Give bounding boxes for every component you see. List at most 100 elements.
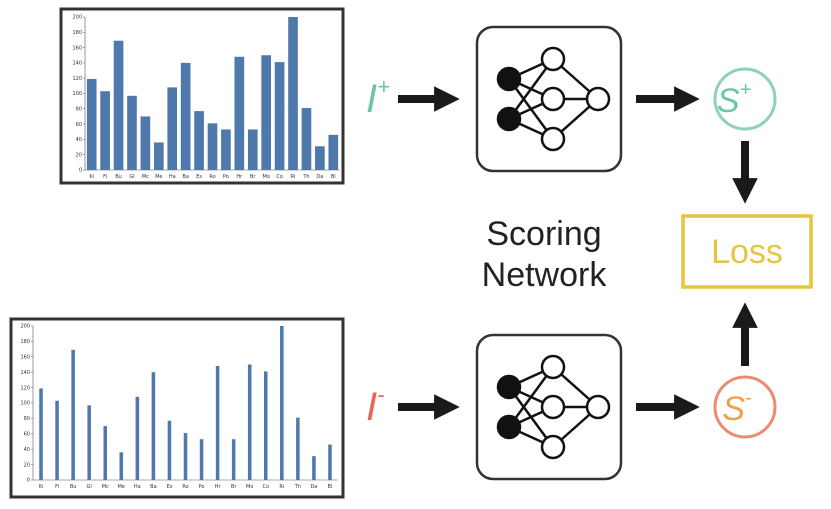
network-hidden-node	[540, 394, 566, 420]
negative-score-sup: -	[745, 387, 752, 409]
positive-chart-y-tick-label: 100	[72, 91, 82, 97]
scoring-network-top-icon	[475, 25, 623, 173]
positive-chart-y-tick-label: 40	[76, 137, 82, 143]
negative-chart-bar	[119, 452, 124, 480]
negative-chart-y-tick-label: 180	[20, 339, 30, 345]
negative-chart-x-tick-label: Ki	[39, 484, 44, 490]
positive-chart-bar	[194, 111, 204, 170]
negative-chart-y-tick-label: 40	[24, 447, 30, 453]
positive-chart-bar	[328, 134, 339, 170]
positive-chart-y-tick-label: 80	[76, 107, 82, 113]
negative-chart-x-tick-label: Me	[118, 484, 125, 490]
positive-chart-x-tick-label: Ri	[291, 174, 296, 180]
positive-chart-x-tick-label: Me	[155, 174, 162, 180]
svg-text:S+: S+	[717, 79, 751, 120]
negative-chart-y-tick-label: 200	[20, 324, 30, 330]
network-hidden-node	[540, 126, 566, 152]
negative-chart-bar	[71, 349, 75, 480]
scoring-network-label-line1: Scoring	[486, 215, 601, 253]
network-hidden-node	[540, 46, 566, 72]
network-hidden-node	[540, 434, 566, 460]
scoring-network-label-line2: Network	[482, 256, 608, 294]
positive-chart-bar	[153, 142, 164, 170]
negative-chart-bar	[231, 439, 236, 480]
network-edge	[507, 58, 555, 120]
negative-chart-x-tick-label: Da	[310, 484, 317, 490]
negative-chart-y-tick-label: 0	[27, 478, 30, 484]
negative-chart-y-tick-label: 100	[20, 401, 30, 407]
positive-chart-x-tick-label: Th	[302, 174, 309, 180]
negative-chart-y-tick-label: 20	[24, 462, 30, 468]
positive-chart-x-tick-label: Ro	[209, 174, 215, 180]
network-input-node	[496, 106, 522, 132]
negative-chart-bar	[39, 388, 43, 480]
positive-chart-y-tick-label: 200	[72, 15, 82, 21]
negative-chart-x-tick-label: Po	[199, 484, 205, 490]
positive-chart-y-tick-label: 160	[72, 45, 82, 51]
positive-chart-bar	[140, 116, 151, 170]
negative-chart-y-tick-label: 140	[20, 370, 30, 376]
network-input-node	[496, 66, 522, 92]
positive-chart-y-tick-label: 180	[72, 30, 82, 36]
positive-chart-x-tick-label: Ha	[169, 174, 176, 180]
positive-chart-y-tick-label: 0	[79, 168, 82, 174]
positive-score-sup: +	[740, 79, 752, 101]
positive-chart-bar	[221, 129, 231, 170]
network-output-node	[585, 86, 611, 112]
loss-label: Loss	[711, 233, 783, 271]
network-output-node	[585, 394, 611, 420]
positive-chart-bar	[180, 62, 191, 170]
positive-chart-x-tick-label: Ba	[182, 174, 189, 180]
negative-chart-x-tick-label: Gl	[87, 484, 92, 490]
positive-chart-bar	[86, 78, 97, 170]
negative-chart-x-tick-label: Mc	[102, 484, 109, 490]
positive-chart-bar	[261, 55, 272, 170]
negative-chart-x-tick-label: Br	[231, 484, 237, 490]
network-edge	[507, 366, 555, 428]
negative-chart-x-tick-label: Ha	[134, 484, 141, 490]
positive-chart-bar	[127, 95, 137, 170]
negative-input-sup: -	[377, 382, 384, 407]
positive-chart-bar	[301, 108, 312, 170]
negative-chart-bar	[247, 364, 252, 480]
negative-chart-y-tick-label: 60	[24, 432, 30, 438]
negative-score-label: S	[722, 390, 745, 428]
positive-chart-x-tick-label: Hr	[236, 174, 243, 180]
positive-chart-x-tick-label: Po	[223, 174, 229, 180]
network-input-node	[496, 414, 522, 440]
loss-node: Loss	[681, 214, 813, 289]
positive-chart-y-tick-label: 20	[76, 152, 82, 158]
positive-chart-bar	[234, 56, 245, 170]
negative-chart-bar	[135, 396, 140, 480]
negative-chart-bar	[199, 439, 204, 480]
negative-chart-x-tick-label: Ba	[150, 484, 157, 490]
positive-chart-x-tick-label: Br	[250, 174, 256, 180]
positive-chart-y-tick-label: 140	[72, 61, 82, 67]
positive-score-node: S+	[713, 67, 777, 131]
positive-chart-y-tick-label: 60	[76, 122, 82, 128]
positive-chart-x-tick-label: Mc	[142, 174, 149, 180]
positive-chart-x-tick-label: Gl	[129, 174, 134, 180]
negative-chart-x-tick-label: Th	[294, 484, 301, 490]
negative-chart-y-tick-label: 160	[20, 355, 30, 361]
negative-chart-bar	[280, 326, 284, 480]
negative-chart-x-tick-label: Co	[262, 484, 269, 490]
negative-chart-x-tick-label: Ri	[279, 484, 284, 490]
positive-chart-bar	[247, 129, 258, 170]
network-input-node	[496, 374, 522, 400]
network-hidden-node	[540, 354, 566, 380]
positive-chart-bar	[167, 87, 178, 170]
positive-chart-x-tick-label: Bu	[115, 174, 122, 180]
scoring-network-bottom-icon	[475, 333, 623, 481]
negative-chart-bar	[55, 400, 59, 480]
positive-input-label: I+	[366, 74, 390, 121]
negative-chart-y-tick-label: 120	[20, 385, 30, 391]
positive-chart-y-tick-label: 120	[72, 76, 82, 82]
negative-chart-y-tick-label: 80	[24, 416, 30, 422]
positive-chart-x-tick-label: Co	[276, 174, 283, 180]
